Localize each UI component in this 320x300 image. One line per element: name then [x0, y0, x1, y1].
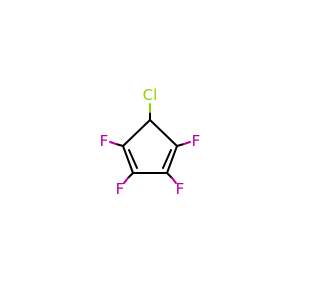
bond-c2-c3	[122, 119, 151, 147]
atom-label-cl: Cl	[143, 86, 158, 104]
bond-group	[122, 119, 178, 174]
bond-c5-c1	[166, 145, 178, 174]
bond-c3-f-a	[115, 143, 124, 147]
bond-c3-c4-inner	[128, 149, 138, 169]
atom-label-f-bottom-left: F	[116, 180, 125, 198]
bond-c4-f-a	[127, 172, 134, 179]
bond-c2-c1	[149, 119, 178, 147]
bond-c1-f-a	[176, 143, 185, 147]
bond-c4-f-b	[123, 177, 129, 184]
bond-c5-c1-inner	[162, 149, 172, 169]
molecule-canvas: Cl F F F F	[99, 86, 201, 198]
atom-label-f-top-right: F	[192, 132, 201, 150]
atom-label-f-top-left: F	[100, 132, 109, 150]
atom-label-f-bottom-right: F	[176, 180, 185, 198]
bond-c1-f-b	[183, 141, 191, 145]
bond-c3-c4	[122, 145, 134, 174]
bond-c5-f-a	[166, 172, 173, 179]
substituent-bonds	[109, 103, 191, 184]
molecule-diagram: Cl F F F F	[100, 86, 201, 198]
bond-c3-f-b	[109, 141, 117, 145]
bond-c5-f-b	[171, 177, 177, 184]
